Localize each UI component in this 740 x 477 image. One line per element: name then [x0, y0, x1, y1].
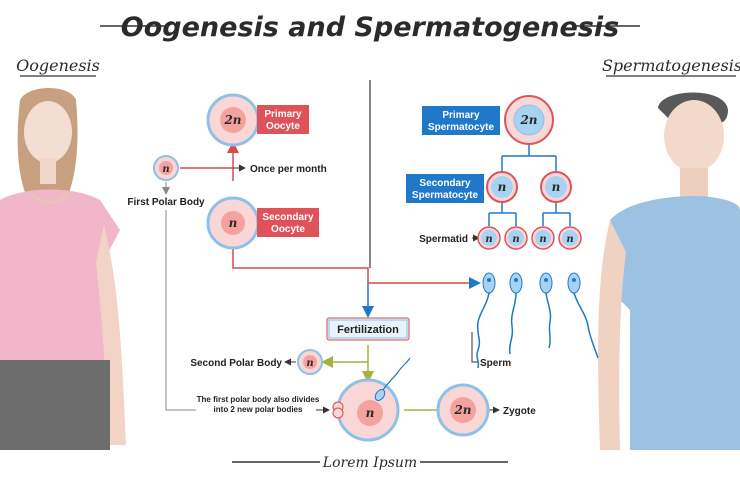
secondary-oocyte-ploidy: n	[229, 216, 238, 230]
woman-illustration	[0, 88, 126, 450]
spermatid-1-cell: n	[477, 226, 501, 250]
spermatid-3-cell: n	[531, 226, 555, 250]
second-polar-body-cell: n	[297, 349, 323, 375]
spermatid-label: Spermatid	[419, 234, 468, 245]
sperm-2	[508, 272, 523, 355]
footer-text: Lorem Ipsum	[322, 455, 417, 471]
sperm-3	[539, 272, 553, 349]
first-polar-body-cell: n	[153, 155, 179, 181]
secondary-spermatocyte-1-cell: n	[486, 171, 518, 203]
primary-oocyte-ploidy: 2n	[223, 113, 241, 127]
line-sperm-label	[471, 332, 478, 363]
secondary-spermatocyte-label-line1: Secondary	[419, 178, 471, 189]
secondary-oocyte-label: Secondary Oocyte	[257, 208, 319, 237]
line-first-polar-body-down	[165, 210, 196, 411]
sperm-label: Sperm	[480, 358, 511, 369]
primary-oocyte-label: Primary Oocyte	[257, 105, 309, 134]
spermatogenesis-heading: Spermatogenesis	[602, 56, 740, 75]
sperm-1	[476, 272, 496, 369]
sperm-4	[567, 272, 599, 359]
secondary-spermatocyte-1-ploidy: n	[498, 180, 507, 194]
spermatid-3-ploidy: n	[539, 234, 546, 245]
fertilized-egg-ploidy: n	[366, 406, 375, 420]
secondary-oocyte-label-line2: Oocyte	[271, 224, 305, 235]
secondary-spermatocyte-label: Secondary Spermatocyte	[406, 174, 484, 203]
secondary-oocyte-cell: n	[206, 196, 260, 250]
primary-spermatocyte-label: Primary Spermatocyte	[422, 106, 500, 135]
primary-oocyte-cell: 2n	[206, 93, 260, 147]
secondary-spermatocyte-2-cell: n	[540, 171, 572, 203]
second-polar-body-label: Second Polar Body	[190, 358, 282, 369]
primary-spermatocyte-label-line1: Primary	[442, 110, 480, 121]
zygote-ploidy: 2n	[453, 403, 471, 417]
spermatid-4-ploidy: n	[566, 234, 573, 245]
primary-spermatocyte-cell: 2n	[504, 95, 554, 145]
primary-spermatocyte-ploidy: 2n	[519, 113, 537, 127]
fertilization-box: Fertilization	[326, 317, 410, 341]
secondary-spermatocyte-2-ploidy: n	[552, 180, 561, 194]
primary-oocyte-label-line2: Oocyte	[266, 121, 300, 132]
page-title: Oogenesis and Spermatogenesis	[121, 12, 619, 43]
man-illustration	[598, 92, 740, 450]
secondary-oocyte-label-line1: Secondary	[262, 212, 314, 223]
spermatid-2-ploidy: n	[512, 234, 519, 245]
second-polar-body-ploidy: n	[306, 358, 313, 369]
spermatid-1-ploidy: n	[485, 234, 492, 245]
polar-note-line2: into 2 new polar bodies	[214, 405, 303, 414]
first-polar-body-ploidy: n	[162, 164, 169, 175]
primary-spermatocyte-label-line2: Spermatocyte	[428, 122, 495, 133]
fertilization-label: Fertilization	[337, 324, 399, 336]
first-polar-body-label: First Polar Body	[127, 197, 205, 208]
oogenesis-heading: Oogenesis	[16, 56, 100, 75]
spermatid-4-cell: n	[558, 226, 582, 250]
fertilized-egg-cell: n	[332, 378, 400, 442]
polar-note-line1: The first polar body also divides	[197, 395, 320, 404]
zygote-label: Zygote	[503, 406, 536, 417]
sperm-entering-egg	[374, 357, 411, 401]
primary-oocyte-label-line1: Primary	[264, 109, 302, 120]
spermatid-2-cell: n	[504, 226, 528, 250]
secondary-spermatocyte-label-line2: Spermatocyte	[412, 190, 479, 201]
line-oocyte-to-fertilization	[232, 248, 474, 284]
once-per-month-label: Once per month	[250, 164, 327, 175]
zygote-cell: 2n	[436, 383, 490, 437]
